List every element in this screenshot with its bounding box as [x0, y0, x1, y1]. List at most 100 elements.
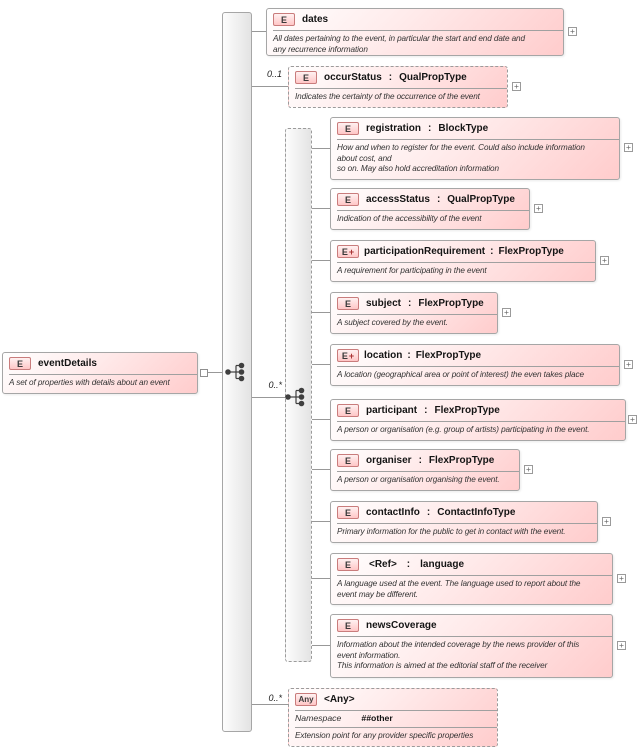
expand-button[interactable]: + — [600, 256, 609, 265]
connector-line — [312, 364, 330, 365]
element-description: Primary information for the public to ge… — [337, 527, 566, 536]
element-name: occurStatus — [324, 72, 382, 83]
plus-glyph: + — [526, 464, 531, 474]
connector-line — [252, 397, 285, 398]
divider — [337, 523, 597, 524]
expand-button[interactable]: + — [624, 143, 633, 152]
element-icon: E — [337, 404, 359, 417]
divider — [337, 421, 625, 422]
expand-button[interactable]: + — [617, 574, 626, 583]
collapse-handle[interactable] — [200, 369, 208, 377]
element-icon-letter: E — [280, 14, 287, 25]
element-type: FlexPropType — [415, 350, 482, 361]
element-icon-letter: E — [344, 620, 351, 631]
element-name: <Any> — [324, 694, 355, 705]
expand-button[interactable]: + — [602, 517, 611, 526]
type-separator: : — [436, 194, 441, 205]
connector-line — [312, 521, 330, 522]
element-name: contactInfo — [366, 507, 420, 518]
expand-button[interactable]: + — [624, 360, 633, 369]
element-icon: E — [273, 13, 295, 26]
element-icon-letter: E — [341, 246, 348, 257]
any-icon-label: Any — [298, 695, 314, 704]
type-separator: : — [424, 405, 428, 416]
element-box-newsCoverage[interactable]: E newsCoverage Information about the int… — [330, 614, 613, 678]
connector-line — [312, 578, 330, 579]
divider — [337, 210, 529, 211]
element-description: A language used at the event. The langua… — [337, 579, 581, 599]
element-description: Indicates the certainty of the occurrenc… — [295, 92, 480, 101]
expand-button[interactable]: + — [628, 415, 637, 424]
cardinality-label: 0..1 — [266, 69, 282, 79]
divider — [337, 314, 497, 315]
element-box-contactInfo[interactable]: E contactInfo : ContactInfoType Primary … — [330, 501, 598, 543]
connector-line — [312, 260, 330, 261]
element-box-subject[interactable]: E subject : FlexPropType A subject cover… — [330, 292, 498, 334]
connector-line — [312, 645, 330, 646]
element-icon: E — [337, 122, 359, 135]
inner-sequence-bar — [285, 128, 312, 662]
expand-button[interactable]: + — [502, 308, 511, 317]
element-icon-letter: E — [344, 559, 351, 570]
type-separator: : — [406, 559, 411, 570]
expand-button[interactable]: + — [524, 465, 533, 474]
plus-glyph: + — [570, 26, 575, 36]
element-box-accessStatus[interactable]: E accessStatus : QualPropType Indication… — [330, 188, 530, 230]
inner-sequence-icon[interactable] — [284, 387, 310, 407]
element-icon-letter: E — [344, 298, 351, 309]
connector-line — [312, 469, 330, 470]
element-description: A requirement for participating in the e… — [337, 266, 487, 275]
element-box-registration[interactable]: E registration : BlockType How and when … — [330, 117, 620, 180]
namespace-label: Namespace — [295, 713, 342, 723]
expand-button[interactable]: + — [617, 641, 626, 650]
divider — [337, 139, 619, 140]
element-description: A subject covered by the event. — [337, 318, 448, 327]
cardinality-label: 0..* — [268, 380, 282, 390]
sequence-icon[interactable] — [224, 362, 250, 382]
element-name: eventDetails — [38, 358, 97, 369]
element-icon-letter: E — [344, 507, 351, 518]
expand-button[interactable]: + — [512, 82, 521, 91]
element-name: newsCoverage — [366, 620, 437, 631]
divider — [337, 636, 612, 637]
element-name: participant — [366, 405, 418, 416]
expand-button[interactable]: + — [568, 27, 577, 36]
any-box[interactable]: Any <Any> Namespace ##other Extension po… — [288, 688, 498, 747]
element-box-participant[interactable]: E participant : FlexPropType A person or… — [330, 399, 626, 441]
plus-glyph: + — [604, 516, 609, 526]
type-separator: : — [428, 123, 432, 134]
element-box-participationRequirement[interactable]: E+ participationRequirement : FlexPropTy… — [330, 240, 596, 282]
element-icon: E — [337, 454, 359, 467]
element-description: A set of properties with details about a… — [9, 378, 170, 387]
plus-glyph: + — [514, 81, 519, 91]
element-box-ref-language[interactable]: E <Ref> : language A language used at th… — [330, 553, 613, 605]
element-name: registration — [366, 123, 422, 134]
element-name: location — [364, 350, 403, 361]
element-icon-letter: E — [344, 405, 351, 416]
element-type: FlexPropType — [498, 246, 564, 257]
element-box-dates[interactable]: E dates All dates pertaining to the even… — [266, 8, 564, 56]
any-icon: Any — [295, 693, 317, 706]
plus-glyph: + — [602, 255, 607, 265]
element-icon-letter: E — [302, 72, 309, 83]
element-type: QualPropType — [447, 194, 515, 205]
element-box-location[interactable]: E+ location : FlexPropType A location (g… — [330, 344, 620, 386]
element-icon: E — [337, 506, 359, 519]
element-icon-letter: E — [344, 123, 351, 134]
element-name: <Ref> — [369, 559, 397, 570]
divider — [9, 374, 197, 375]
element-description: Indication of the accessibility of the e… — [337, 214, 482, 223]
element-name: accessStatus — [366, 194, 430, 205]
element-description: A person or organisation organising the … — [337, 475, 500, 484]
element-box-occurStatus[interactable]: E occurStatus : QualPropType Indicates t… — [288, 66, 508, 108]
element-description: How and when to register for the event. … — [337, 143, 585, 173]
element-description: Information about the intended coverage … — [337, 640, 580, 670]
expand-button[interactable]: + — [534, 204, 543, 213]
type-separator: : — [408, 298, 412, 309]
element-icon-letter: E — [344, 194, 351, 205]
icon-plus-glyph: + — [348, 246, 355, 257]
plus-glyph: + — [630, 414, 635, 424]
element-box-eventDetails[interactable]: E eventDetails A set of properties with … — [2, 352, 198, 394]
namespace-value: ##other — [361, 713, 393, 723]
element-box-organiser[interactable]: E organiser : FlexPropType A person or o… — [330, 449, 520, 491]
